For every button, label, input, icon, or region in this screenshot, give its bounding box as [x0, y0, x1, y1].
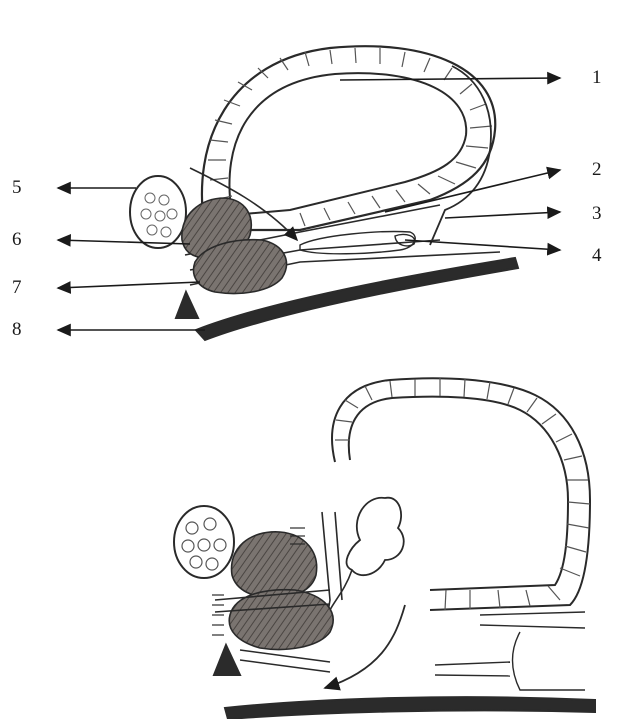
- label-3: 3: [592, 204, 602, 223]
- label-5: 5: [12, 178, 22, 197]
- upper-figure: [130, 46, 518, 340]
- label-7: 7: [12, 278, 22, 297]
- label-2: 2: [592, 160, 602, 179]
- label-4: 4: [592, 246, 602, 265]
- label-6: 6: [12, 230, 22, 249]
- label-1: 1: [592, 68, 602, 87]
- label-8: 8: [12, 320, 22, 339]
- lower-figure: [174, 378, 595, 719]
- organ-1-inner: [229, 73, 466, 215]
- label-arrows: [58, 78, 560, 330]
